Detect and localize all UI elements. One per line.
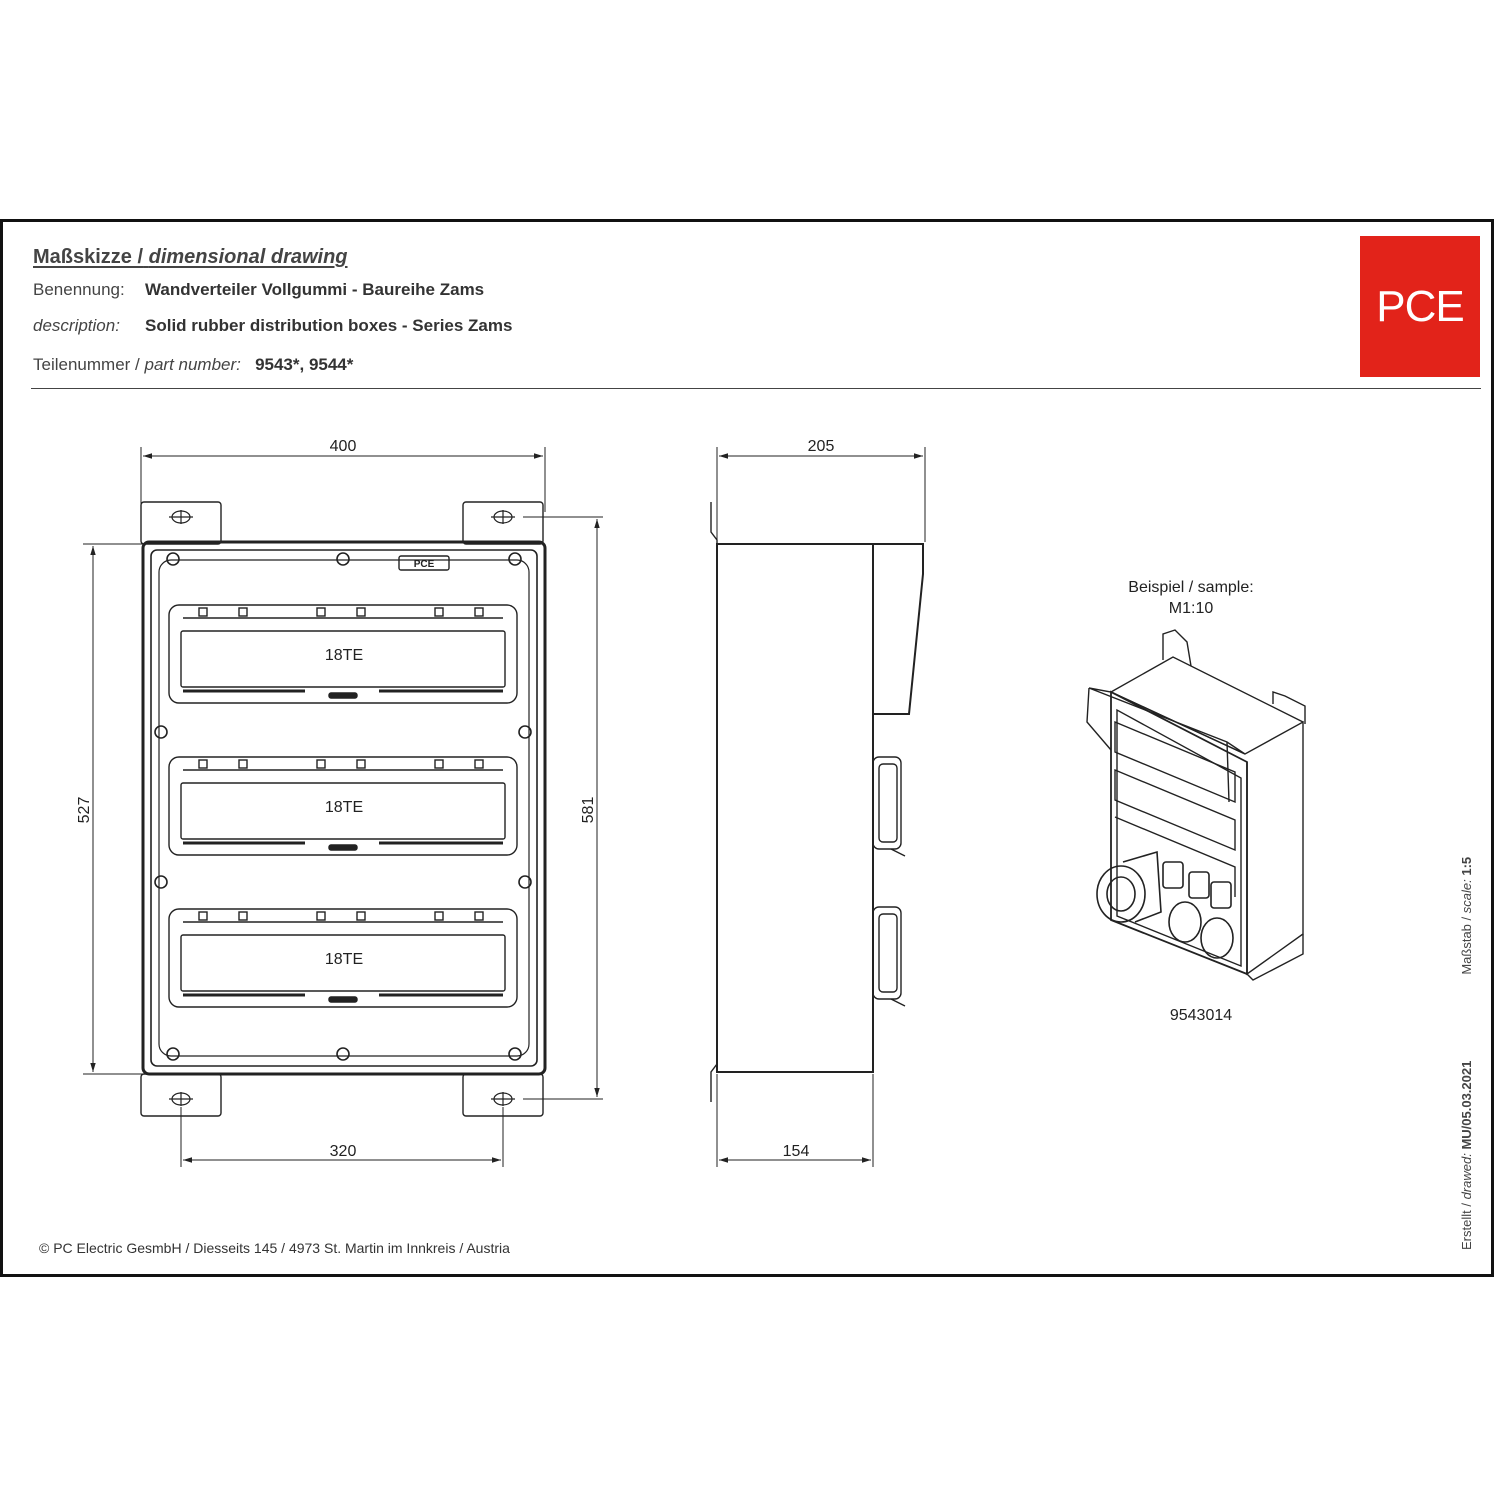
pce-logo: PCE bbox=[1360, 236, 1480, 377]
footer-copyright: © PC Electric GesmbH / Diesseits 145 / 4… bbox=[39, 1240, 510, 1256]
module-clip bbox=[356, 759, 366, 769]
sample-view: Beispiel / sample: M1:10 bbox=[1086, 579, 1306, 1024]
module-clip bbox=[316, 911, 326, 921]
module-label-18te: 18TE bbox=[325, 647, 363, 664]
module-frame bbox=[168, 908, 518, 1008]
dim-width-400: 400 bbox=[330, 438, 357, 455]
front-view: PCE 18TE 18TE 18TE 400 320 527 581 bbox=[76, 438, 603, 1167]
sample-caption: Beispiel / sample: bbox=[1128, 579, 1253, 596]
naming-row: Benennung:Wandverteiler Vollgummi - Baur… bbox=[33, 280, 485, 299]
module-window bbox=[180, 630, 506, 688]
drawing-meta: Erstellt / drawed: MU/05.03.2021Maßstab … bbox=[1459, 856, 1474, 1250]
header-rule bbox=[31, 388, 1481, 389]
module-frame bbox=[168, 756, 518, 856]
naming-value: Wandverteiler Vollgummi - Baureihe Zams bbox=[145, 280, 485, 299]
part-number-row: Teilenummer / part number: 9543*, 9544* bbox=[33, 355, 354, 374]
module-latch bbox=[328, 692, 358, 699]
module-clip bbox=[434, 607, 444, 617]
dim-depth-154: 154 bbox=[783, 1143, 810, 1160]
module-latch bbox=[328, 996, 358, 1003]
dim-width-320: 320 bbox=[330, 1143, 357, 1160]
module-clip bbox=[198, 911, 208, 921]
module-clip bbox=[238, 911, 248, 921]
description-value: Solid rubber distribution boxes - Series… bbox=[145, 316, 513, 335]
part-number-value: 9543*, 9544* bbox=[255, 355, 354, 374]
sample-scale: M1:10 bbox=[1169, 600, 1214, 617]
dim-depth-205: 205 bbox=[808, 438, 835, 455]
module-clip bbox=[434, 759, 444, 769]
module-clip bbox=[198, 607, 208, 617]
module-window bbox=[180, 782, 506, 840]
module-clip bbox=[198, 759, 208, 769]
module-clip bbox=[474, 911, 484, 921]
module-label-18te: 18TE bbox=[325, 951, 363, 968]
module-clip bbox=[356, 607, 366, 617]
module-clip bbox=[474, 759, 484, 769]
module-label-18te: 18TE bbox=[325, 799, 363, 816]
sample-part-number: 9543014 bbox=[1170, 1007, 1232, 1024]
drawing-title: Maßskizze / dimensional drawing bbox=[33, 246, 348, 268]
dim-height-527: 527 bbox=[76, 797, 93, 824]
module-frame bbox=[168, 604, 518, 704]
module-clip bbox=[238, 607, 248, 617]
front-badge: PCE bbox=[414, 559, 435, 570]
side-view: 205 154 bbox=[710, 438, 926, 1167]
module-clip bbox=[356, 911, 366, 921]
module-window bbox=[180, 934, 506, 992]
module-latch bbox=[328, 844, 358, 851]
dim-height-581: 581 bbox=[580, 797, 597, 824]
module-clip bbox=[238, 759, 248, 769]
module-clip bbox=[316, 759, 326, 769]
module-clip bbox=[434, 911, 444, 921]
module-clip bbox=[316, 607, 326, 617]
description-row: description:Solid rubber distribution bo… bbox=[33, 316, 513, 335]
drawing-sheet: Maßskizze / dimensional drawing Benennun… bbox=[0, 219, 1494, 1277]
module-clip bbox=[474, 607, 484, 617]
